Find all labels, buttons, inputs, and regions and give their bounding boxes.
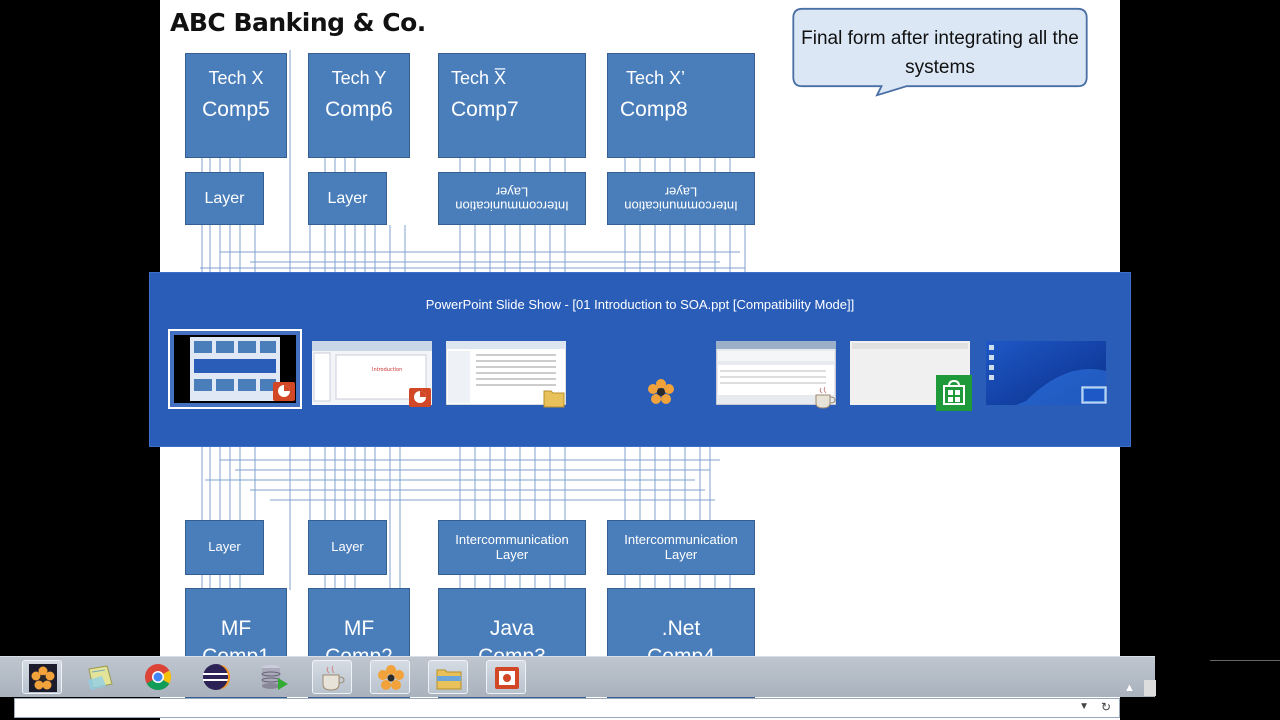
taskbar-button-java-app[interactable] (312, 660, 352, 694)
connector-lines (200, 50, 746, 590)
java-cup-icon (322, 665, 345, 691)
taskbar-button-file-explorer[interactable] (428, 660, 468, 694)
taskbar-button-eclipse[interactable] (196, 660, 236, 694)
component-name-label: Comp6 (325, 98, 393, 121)
switcher-title: PowerPoint Slide Show - [01 Introduction… (425, 297, 855, 312)
taskbar-button-flower-app[interactable] (22, 660, 62, 694)
switcher-window-java-app[interactable] (716, 341, 836, 409)
layer-label: Layer (331, 539, 364, 555)
chevron-down-icon[interactable]: ▼ (1079, 701, 1089, 712)
window-switcher: PowerPoint Slide Show - [01 Introduction… (149, 272, 1131, 447)
component-tech-label: Java (489, 617, 535, 640)
switcher-window-explorer[interactable] (446, 341, 566, 408)
chrome-icon (145, 664, 172, 691)
layer-label: Intercommunication Layer (624, 184, 738, 214)
layer-label: Intercommunication Layer (455, 532, 569, 562)
layer-box-top-1: Layer (185, 172, 264, 225)
component-tech-label: .Net (661, 617, 701, 640)
powerpoint-icon (409, 388, 431, 407)
eclipse-icon (203, 664, 230, 690)
window-thumbnail (716, 341, 836, 405)
taskbar-button-powerpoint[interactable] (486, 660, 526, 694)
layer-box-bottom-1: Layer (185, 520, 264, 575)
component-box-comp8: Tech X’ Comp8 (607, 53, 755, 158)
flower-app-icon (648, 379, 674, 404)
layer-box-bottom-2: Layer (308, 520, 387, 575)
component-name-label: Comp8 (620, 98, 688, 121)
component-tech-label: Tech X̅ (451, 68, 507, 88)
layer-box-bottom-4: Intercommunication Layer (607, 520, 755, 575)
layer-label: Layer (204, 189, 245, 207)
component-tech-label: Tech X (208, 68, 264, 88)
powerpoint-icon (273, 382, 295, 401)
layer-box-bottom-3: Intercommunication Layer (438, 520, 586, 575)
folder-icon (543, 390, 565, 408)
layer-label: Intercommunication Layer (455, 184, 569, 214)
callout-bubble (792, 7, 1088, 97)
taskbar-button-database[interactable] (254, 660, 294, 694)
slide-title: ABC Banking & Co. (170, 8, 426, 37)
windows-store-icon (936, 375, 972, 411)
layer-label: Layer (327, 189, 368, 207)
switcher-window-desktop[interactable] (986, 341, 1107, 405)
flower-app-icon (29, 664, 57, 692)
taskbar-button-notes[interactable] (80, 660, 120, 694)
java-cup-icon (815, 386, 836, 409)
layer-label: Intercommunication Layer (624, 532, 738, 562)
taskbar (0, 656, 1155, 697)
taskbar-button-chrome[interactable] (138, 660, 178, 694)
desktop-icon (1081, 386, 1107, 404)
flower-app-icon (378, 665, 404, 690)
layer-label: Layer (208, 539, 241, 555)
database-icon (261, 665, 288, 690)
component-name-label: Comp7 (451, 98, 519, 121)
component-box-comp5: Tech X Comp5 (185, 53, 287, 158)
layer-box-top-4: Intercommunication Layer (607, 172, 755, 225)
component-box-comp6: Tech Y Comp6 (308, 53, 410, 158)
address-bar[interactable]: ▼ ↻ (14, 698, 1120, 718)
powerpoint-icon (495, 667, 519, 689)
component-box-comp7: Tech X̅ Comp7 (438, 53, 586, 158)
switcher-window-slideshow[interactable] (168, 329, 302, 409)
switcher-window-flower-app[interactable] (630, 341, 690, 405)
component-name-label: Comp5 (202, 98, 270, 121)
svg-text:Introduction: Introduction (372, 367, 402, 373)
switcher-window-powerpoint[interactable]: Introduction (312, 341, 432, 407)
divider (1210, 660, 1280, 661)
switcher-window-store[interactable] (850, 341, 972, 411)
file-explorer-icon (436, 669, 462, 690)
tray-app-icon[interactable] (1144, 680, 1156, 696)
taskbar-button-flower-app-2[interactable] (370, 660, 410, 694)
callout-text: Final form after integrating all the sys… (801, 28, 1079, 78)
component-tech-label: Tech Y (331, 68, 387, 88)
layer-box-top-2: Layer (308, 172, 387, 225)
component-tech-label: MF (220, 617, 252, 640)
component-tech-label: MF (343, 617, 375, 640)
layer-box-top-3: Intercommunication Layer (438, 172, 586, 225)
refresh-icon[interactable]: ↻ (1100, 700, 1111, 714)
tray-overflow-icon[interactable]: ▲ (1124, 682, 1135, 694)
component-tech-label: Tech X’ (626, 68, 686, 88)
folder-notes-icon (88, 665, 113, 690)
